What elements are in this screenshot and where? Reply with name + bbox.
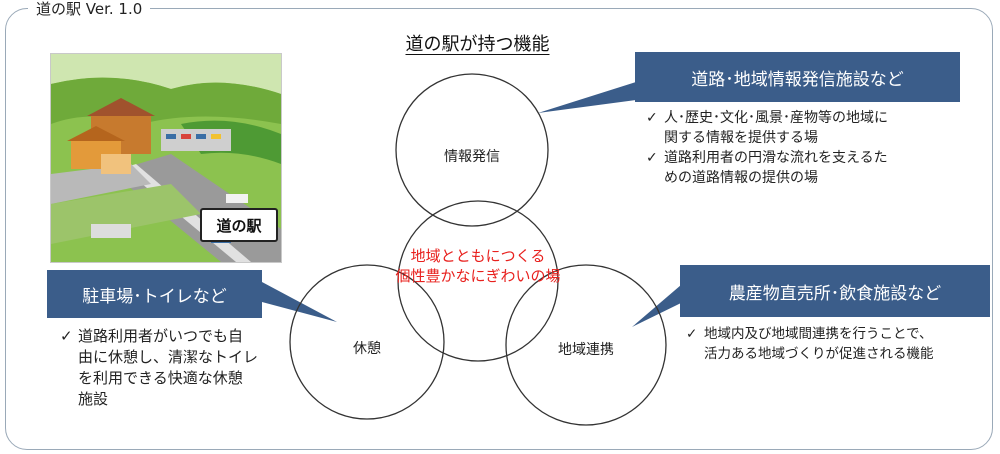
region-bullets: ✓ 地域内及び地域間連携を行うことで、 活力ある地域づくりが促進される機能 bbox=[686, 324, 986, 364]
info-facility-label: 道路･地域情報発信施設など bbox=[691, 69, 904, 90]
region-facility-label: 農産物直売所･飲食施設など bbox=[728, 283, 942, 304]
rest-bullets: ✓ 道路利用者がいつでも自 由に休憩し、清潔なトイレ を利用できる快適な休憩 施… bbox=[60, 326, 280, 410]
circle-label-region: 地域連携 bbox=[558, 342, 614, 358]
rest-bullet-1-line3: を利用できる快適な休憩 bbox=[78, 369, 243, 387]
info-callout-pointer bbox=[538, 82, 636, 113]
info-bullet-2-line2: めの道路情報の提供の場 bbox=[664, 170, 818, 186]
check-icon: ✓ bbox=[646, 150, 658, 166]
page-title: 道の駅が持つ機能 bbox=[405, 34, 550, 55]
center-message-line1: 地域とともにつくる bbox=[410, 247, 546, 265]
info-bullet-1-line2: 関する情報を提供する場 bbox=[664, 130, 818, 146]
illustration-sign: 道の駅 bbox=[216, 217, 262, 235]
rest-facility-box: 駐車場･トイレなど bbox=[47, 270, 262, 318]
region-bullet-1-line1: 地域内及び地域間連携を行うことで、 bbox=[704, 326, 933, 342]
check-icon: ✓ bbox=[60, 327, 73, 345]
check-icon: ✓ bbox=[646, 110, 658, 126]
rest-bullet-1-line4: 施設 bbox=[78, 390, 109, 408]
illustration-drawing: 道の駅 bbox=[51, 54, 281, 262]
frame-label: 道の駅 Ver. 1.0 bbox=[28, 0, 151, 18]
rest-bullet-1: ✓ 道路利用者がいつでも自 由に休憩し、清潔なトイレ を利用できる快適な休憩 施… bbox=[60, 326, 280, 410]
rest-bullet-1-line1: 道路利用者がいつでも自 bbox=[78, 327, 244, 345]
region-bullet-1: ✓ 地域内及び地域間連携を行うことで、 活力ある地域づくりが促進される機能 bbox=[686, 324, 986, 364]
center-circle bbox=[397, 200, 559, 362]
circle-label-info: 情報発信 bbox=[444, 149, 500, 165]
info-bullet-1-line1: 人･歴史･文化･風景･産物等の地域に bbox=[664, 110, 888, 126]
info-bullet-2-line1: 道路利用者の円滑な流れを支えるた bbox=[664, 150, 888, 166]
rest-circle bbox=[289, 264, 445, 420]
info-bullet-2: ✓ 道路利用者の円滑な流れを支えるた めの道路情報の提供の場 bbox=[646, 148, 966, 188]
center-message-line2: 個性豊かなにぎわいの場 bbox=[395, 267, 561, 285]
rest-facility-label: 駐車場･トイレなど bbox=[82, 286, 227, 307]
info-bullet-1: ✓ 人･歴史･文化･風景･産物等の地域に 関する情報を提供する場 bbox=[646, 108, 966, 148]
region-facility-box: 農産物直売所･飲食施設など bbox=[680, 265, 990, 317]
center-message: 地域とともにつくる 個性豊かなにぎわいの場 bbox=[378, 246, 578, 286]
check-icon: ✓ bbox=[686, 326, 698, 342]
info-bullets: ✓ 人･歴史･文化･風景･産物等の地域に 関する情報を提供する場 ✓ 道路利用者… bbox=[646, 108, 966, 188]
region-bullet-1-line2: 活力ある地域づくりが促進される機能 bbox=[704, 346, 934, 362]
outer-frame: 道の駅 Ver. 1.0 bbox=[5, 0, 993, 450]
rest-bullet-1-line2: 由に休憩し、清潔なトイレ bbox=[78, 348, 259, 366]
rest-callout-pointer bbox=[262, 282, 337, 322]
circle-label-rest: 休憩 bbox=[353, 341, 381, 357]
info-circle bbox=[395, 73, 549, 227]
michi-no-eki-illustration: 道の駅 bbox=[50, 53, 282, 263]
region-circle bbox=[505, 264, 667, 426]
info-facility-box: 道路･地域情報発信施設など bbox=[635, 52, 960, 102]
